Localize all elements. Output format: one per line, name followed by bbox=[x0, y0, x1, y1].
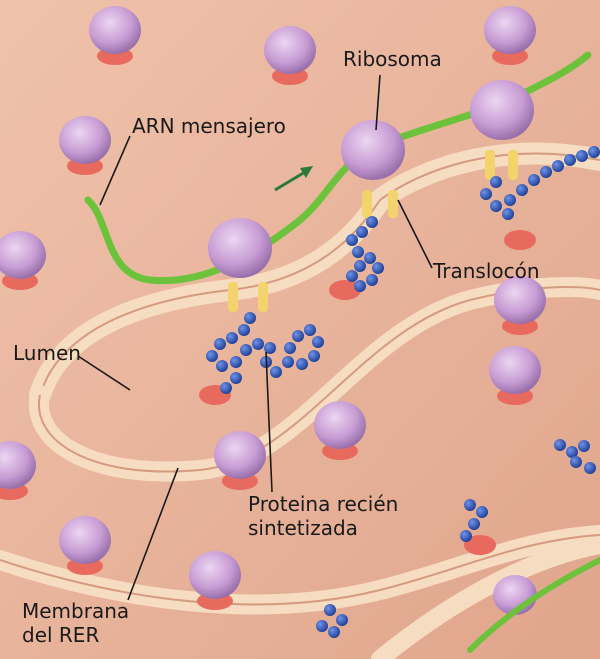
protein-chain-2 bbox=[346, 216, 384, 292]
label-proteina: Proteina recién sintetizada bbox=[248, 492, 398, 540]
ribosome bbox=[0, 441, 36, 500]
ribosome bbox=[264, 26, 316, 85]
ribosome bbox=[59, 116, 111, 175]
label-lumen: Lumen bbox=[13, 341, 81, 365]
translocons bbox=[228, 150, 518, 312]
leader-lines bbox=[77, 74, 433, 601]
label-ribosoma: Ribosoma bbox=[343, 47, 442, 71]
direction-arrow-icon bbox=[274, 166, 313, 192]
protein-chain-3 bbox=[480, 146, 600, 220]
ribosome bbox=[484, 6, 536, 65]
ribosome-bound-1 bbox=[208, 218, 272, 278]
label-membrana-line2: del RER bbox=[22, 623, 100, 647]
label-membrana-line1: Membrana bbox=[22, 599, 130, 623]
ribosome bbox=[214, 431, 266, 490]
ribosome bbox=[494, 276, 546, 335]
label-membrana: Membrana del RER bbox=[22, 599, 129, 647]
ribosome-cluster bbox=[0, 6, 546, 615]
membrane-fold-upper-line bbox=[39, 152, 600, 396]
protein-chain-4 bbox=[316, 439, 596, 638]
ribosome-bound-3 bbox=[470, 80, 534, 140]
label-arn-mensajero: ARN mensajero bbox=[132, 114, 286, 138]
ribosome bbox=[0, 231, 46, 290]
mrna-strand-lower bbox=[467, 557, 600, 653]
label-proteina-line2: sintetizada bbox=[248, 516, 358, 540]
label-translocon: Translocón bbox=[433, 259, 540, 283]
ribosome-bound-2 bbox=[341, 120, 405, 180]
protein-chain-1 bbox=[206, 312, 324, 394]
ribosome bbox=[189, 551, 241, 610]
ribosome bbox=[59, 516, 111, 575]
label-proteina-line1: Proteina recién bbox=[248, 492, 399, 516]
ribosome bbox=[89, 6, 141, 65]
ribosome bbox=[314, 401, 366, 460]
ribosome bbox=[489, 346, 541, 405]
